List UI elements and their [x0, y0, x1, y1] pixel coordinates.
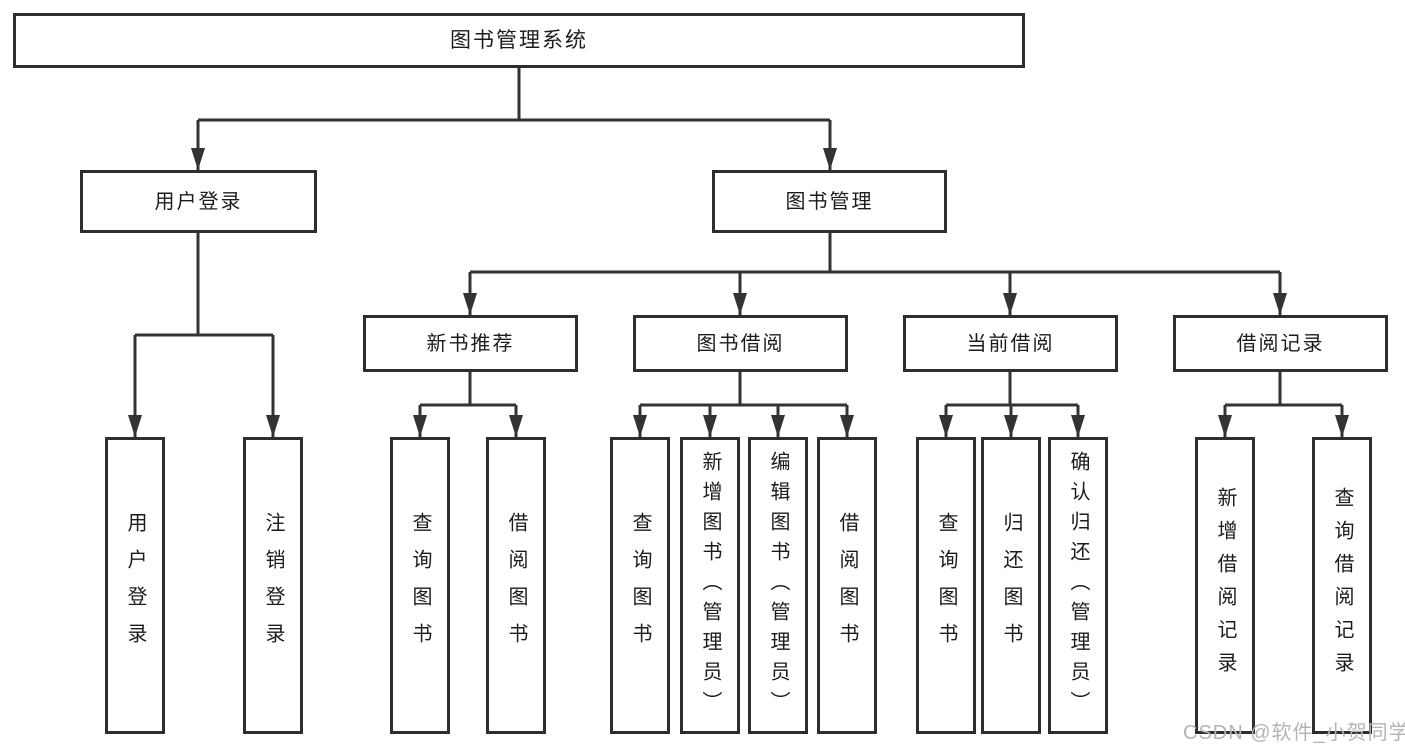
leaf-query-books-1: 查询图书 [390, 437, 450, 734]
connector-path [133, 68, 1344, 437]
node-root: 图书管理系统 [13, 13, 1025, 68]
node-book-management: 图书管理 [712, 170, 947, 233]
node-book-borrow: 图书借阅 [633, 315, 848, 372]
watermark: CSDN @软件_小贺同学 [1183, 722, 1405, 744]
leaf-edit-book-admin: 编辑图书（管理员） [748, 437, 808, 734]
leaf-confirm-return-admin: 确认归还（管理员） [1048, 437, 1108, 734]
leaf-user-login: 用户登录 [105, 437, 165, 734]
leaf-add-borrow-record: 新增借阅记录 [1195, 437, 1255, 734]
arrowheads [128, 148, 1349, 437]
node-borrow-records: 借阅记录 [1173, 315, 1388, 372]
leaf-return-book: 归还图书 [981, 437, 1041, 734]
node-new-book-recommend: 新书推荐 [363, 315, 578, 372]
leaf-borrow-books-1: 借阅图书 [486, 437, 546, 734]
leaf-borrow-books-2: 借阅图书 [817, 437, 877, 734]
leaf-query-borrow-record: 查询借阅记录 [1312, 437, 1372, 734]
leaf-add-book-admin: 新增图书（管理员） [680, 437, 740, 734]
leaf-logout: 注销登录 [243, 437, 303, 734]
leaf-query-books-2: 查询图书 [610, 437, 670, 734]
node-user-login: 用户登录 [80, 170, 317, 233]
node-current-borrow: 当前借阅 [903, 315, 1118, 372]
leaf-query-books-3: 查询图书 [916, 437, 976, 734]
